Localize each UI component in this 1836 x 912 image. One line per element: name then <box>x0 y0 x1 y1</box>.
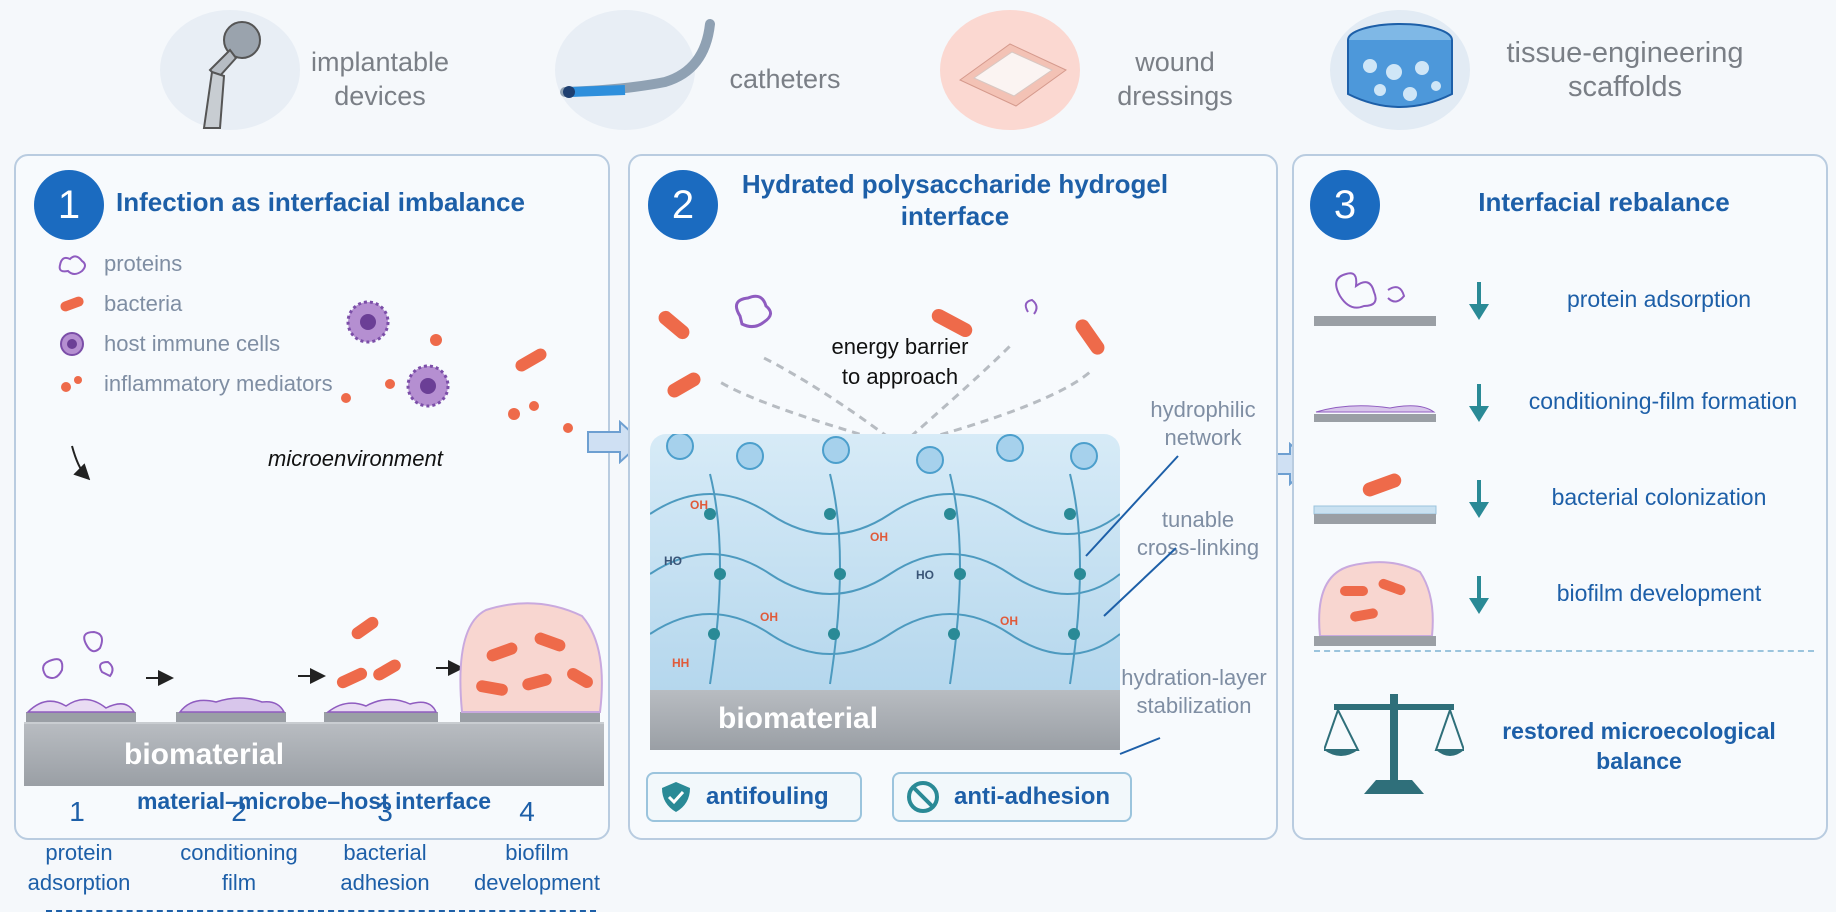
panel3-title: Interfacial rebalance <box>1478 187 1730 217</box>
panel2-biomaterial: biomaterial <box>650 690 1120 750</box>
panel3-footer: restored microecological balance <box>1502 718 1776 774</box>
ho-label-2: HO <box>916 568 934 582</box>
oh-label-3: OH <box>760 610 778 624</box>
rebalance-row-protein: protein adsorption <box>1566 286 1752 312</box>
stage-4-label: biofilm development <box>474 840 600 895</box>
legend-proteins-label: proteins <box>104 251 183 276</box>
legend-immune-label: host immune cells <box>104 331 281 356</box>
legend-mediators-label: inflammatory mediators <box>104 371 333 396</box>
rebalance-illustrations <box>1313 272 1437 646</box>
panel-hydrogel: 2 Hydrated polysaccharide hydrogel inter… <box>628 154 1278 840</box>
anti-adhesion-label: anti-adhesion <box>954 783 1111 810</box>
stage-2-number: 2 <box>231 796 247 827</box>
legend-proteins: proteins <box>56 248 182 280</box>
balance-scale-icon <box>1324 694 1464 794</box>
ho-label-1: HO <box>664 554 682 568</box>
legend-bacteria-label: bacteria <box>104 291 183 316</box>
stage-1-number: 1 <box>69 796 85 827</box>
panel3-number-badge: 3 <box>1310 170 1380 240</box>
app-label-catheters: catheters <box>729 64 841 94</box>
stage-3-label: bacterial adhesion <box>340 840 430 895</box>
shield-check-icon <box>662 782 690 812</box>
prohibited-icon <box>907 781 939 813</box>
panel1-number-badge: 1 <box>34 170 104 240</box>
panel3-divider <box>1314 650 1814 652</box>
rebalance-row-biofilm: biofilm development <box>1556 580 1762 606</box>
oh-label-4: OH <box>1000 614 1018 628</box>
panel-infection: 1 Infection as interfacial imbalance pro… <box>14 154 610 912</box>
callout-crosslinking: tunable cross-linking <box>1136 507 1260 560</box>
legend-mediators: inflammatory mediators <box>56 368 333 400</box>
down-arrow-icon <box>1469 384 1489 422</box>
callout-hydrophilic: hydrophilic network <box>1150 397 1256 450</box>
panel2-number-badge: 2 <box>648 170 718 240</box>
anti-adhesion-badge: anti-adhesion <box>892 772 1132 822</box>
oh-label-1: OH <box>690 498 708 512</box>
stage-3-number: 3 <box>377 796 393 827</box>
wound-dressing-icon <box>940 10 1080 130</box>
panel1-biomaterial: biomaterial <box>24 722 604 786</box>
app-label-implantable: implantable devices <box>310 47 450 111</box>
panel2-biomaterial-label: biomaterial <box>718 702 879 735</box>
antifouling-label: antifouling <box>706 783 829 810</box>
down-arrow-icon <box>1469 480 1489 518</box>
hip-implant-icon <box>160 10 300 130</box>
stage-1-label: protein adsorption <box>27 840 131 895</box>
panel-rebalance: 3 Interfacial rebalance protein adsorpti… <box>1292 154 1828 840</box>
microenvironment-scene <box>71 300 573 481</box>
panel1-biomaterial-label: biomaterial <box>124 738 285 771</box>
bacterium-icon <box>60 296 84 312</box>
legend-bacteria: bacteria <box>56 288 182 320</box>
rebalance-row-colonization: bacterial colonization <box>1551 484 1767 510</box>
oh-label-2: OH <box>870 530 888 544</box>
stage-2-label: conditioning film <box>180 840 298 895</box>
panel2-title: Hydrated polysaccharide hydrogel interfa… <box>741 169 1169 231</box>
panel1-title: Infection as interfacial imbalance <box>116 187 525 217</box>
hh-label: HH <box>672 656 690 670</box>
approach-scene <box>658 294 1105 436</box>
app-label-scaffolds: tissue-engineering scaffolds <box>1506 37 1744 103</box>
immune-cell-icon <box>60 332 84 356</box>
hydrogel-network: OH OH OH OH HO HO HH <box>649 432 1121 690</box>
catheter-icon <box>555 10 715 130</box>
stage-illustrations <box>26 602 603 722</box>
stage-4-number: 4 <box>519 796 535 827</box>
crosslink-network <box>649 432 1121 685</box>
app-label-wound: wound dressings <box>1117 47 1233 111</box>
callout-leaders <box>1085 455 1179 755</box>
down-arrow-icon <box>1469 576 1489 614</box>
mediator-icon <box>61 376 82 392</box>
legend-immune: host immune cells <box>56 328 280 360</box>
panel1-footer: material–microbe–host interface <box>136 788 492 814</box>
callout-hydration: hydration-layer stabilization <box>1121 665 1267 718</box>
down-arrow-icon <box>1469 282 1489 320</box>
energy-barrier-label: energy barrier to approach <box>831 334 969 389</box>
protein-icon <box>58 255 86 275</box>
scaffold-icon <box>1330 10 1470 130</box>
microenvironment-label: microenvironment <box>268 446 443 471</box>
rebalance-row-conditioning: conditioning-film formation <box>1528 388 1798 414</box>
antifouling-badge: antifouling <box>646 772 862 822</box>
